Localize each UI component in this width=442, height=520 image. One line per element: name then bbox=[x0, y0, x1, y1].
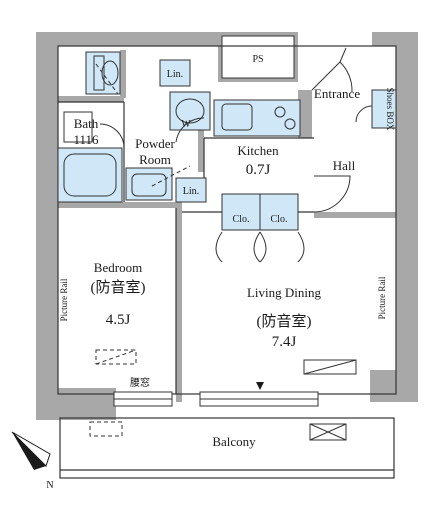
bathtub-fixture bbox=[57, 147, 123, 203]
living-soundproof-label: (防音室) bbox=[257, 313, 312, 330]
linen-top-fixture bbox=[159, 59, 191, 87]
doors bbox=[99, 47, 373, 263]
closet-right-label: Clo. bbox=[271, 214, 288, 225]
bath-label: Bath bbox=[74, 116, 99, 131]
shoes-box-label: Shoes BOX bbox=[385, 88, 395, 131]
compass-label: N bbox=[46, 480, 53, 491]
kitchen-label: Kitchen bbox=[237, 143, 279, 158]
hall-label: Hall bbox=[333, 158, 356, 173]
koshimado-label: 腰窓 bbox=[130, 376, 150, 389]
ac-unit bbox=[303, 359, 357, 441]
entrance-label: Entrance bbox=[314, 86, 360, 101]
linen-top-label: Lin. bbox=[167, 69, 183, 80]
compass-needle-icon bbox=[12, 432, 46, 470]
entrance-marker bbox=[256, 382, 264, 390]
bedroom-size-label: 4.5J bbox=[106, 312, 131, 328]
washing-machine-fixture bbox=[169, 91, 211, 131]
compass: N bbox=[11, 431, 54, 491]
w-label: W bbox=[181, 119, 191, 130]
picture-rail-right-label: Picture Rail bbox=[377, 276, 387, 319]
toilet-fixture bbox=[85, 51, 121, 95]
linen-bottom-fixture bbox=[175, 177, 207, 203]
living-size-label: 7.4J bbox=[272, 334, 297, 350]
powder-room-label-2: Room bbox=[139, 152, 171, 167]
bedroom-label: Bedroom bbox=[94, 260, 142, 275]
powder-sink-fixture bbox=[125, 167, 173, 201]
closet-left-label: Clo. bbox=[233, 214, 250, 225]
bath-size-label: 1116 bbox=[73, 132, 99, 147]
bedroom-soundproof-label: (防音室) bbox=[91, 279, 146, 296]
ps-box bbox=[221, 35, 295, 79]
picture-rail-left-label: Picture Rail bbox=[59, 278, 69, 321]
closet-right-fixture bbox=[259, 193, 299, 231]
kitchen-size-label: 0.7J bbox=[246, 162, 271, 178]
balcony-label: Balcony bbox=[212, 434, 256, 449]
kitchen-counter-fixture bbox=[213, 99, 301, 137]
ps-label: PS bbox=[252, 54, 263, 65]
windows bbox=[113, 391, 319, 407]
linen-bottom-label: Lin. bbox=[183, 186, 199, 197]
room-outlines bbox=[57, 45, 397, 479]
dashed-items bbox=[89, 63, 191, 437]
closet-left-fixture bbox=[221, 193, 261, 231]
living-dining-label: Living Dining bbox=[247, 285, 322, 300]
powder-room-label-1: Powder bbox=[135, 136, 175, 151]
shoes-box-fixture bbox=[371, 89, 397, 129]
